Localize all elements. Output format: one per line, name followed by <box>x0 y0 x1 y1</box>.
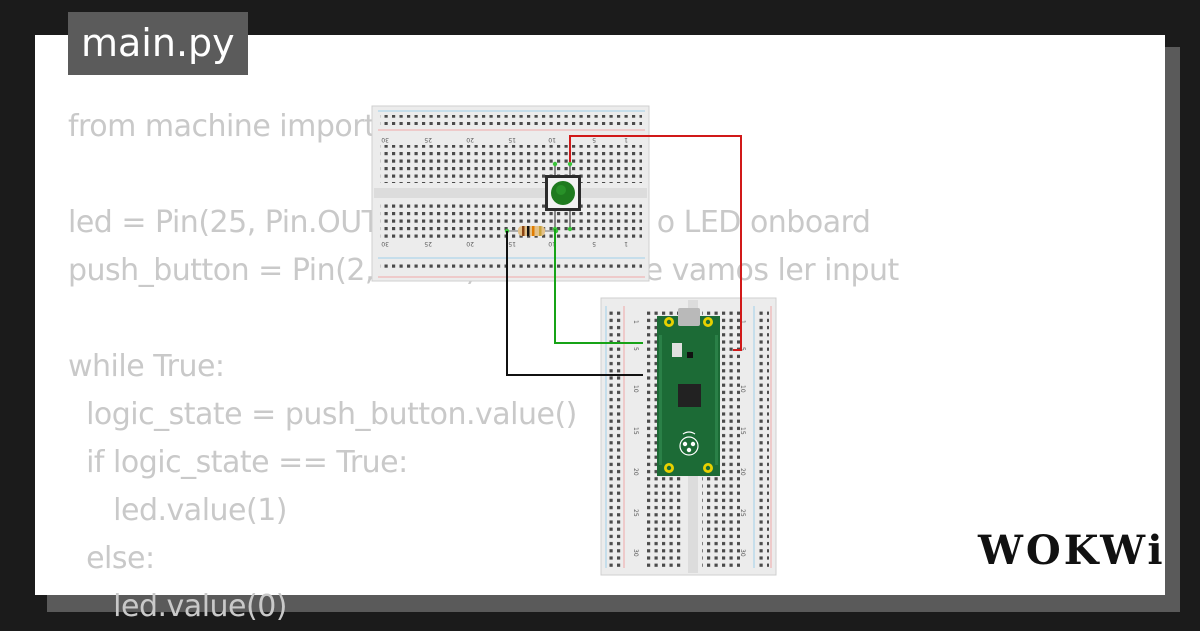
svg-text:10: 10 <box>632 385 639 393</box>
raspberry-logo-icon <box>679 431 699 456</box>
svg-text:20: 20 <box>739 468 746 476</box>
svg-text:10: 10 <box>739 385 746 393</box>
svg-text:15: 15 <box>632 427 639 435</box>
column-number-labels: 1 5 10 15 20 25 30 1 5 10 15 20 25 30 <box>632 320 746 557</box>
svg-text:30: 30 <box>632 549 639 557</box>
push-button[interactable] <box>545 161 581 232</box>
code-line: logic_state = push_button.value() <box>68 397 577 432</box>
svg-text:1: 1 <box>739 320 746 324</box>
code-line: led.value(0) <box>68 589 287 624</box>
wires <box>506 135 742 376</box>
svg-text:10: 10 <box>548 136 556 143</box>
svg-text:30: 30 <box>381 240 389 247</box>
svg-text:5: 5 <box>592 240 596 247</box>
svg-text:1: 1 <box>624 136 628 143</box>
svg-text:5: 5 <box>632 347 639 351</box>
resistor <box>504 226 559 236</box>
file-tab-label: main.py <box>81 21 235 65</box>
breadboard-horizontal: 30 25 20 15 10 5 1 30 25 20 15 10 5 1 <box>371 105 650 282</box>
row-number-labels: 30 25 20 15 10 5 1 30 25 20 15 10 5 1 <box>381 136 628 247</box>
svg-text:30: 30 <box>381 136 389 143</box>
ground-wire <box>506 231 643 376</box>
svg-text:5: 5 <box>739 347 746 351</box>
svg-text:10: 10 <box>548 240 556 247</box>
svg-text:30: 30 <box>739 549 746 557</box>
svg-text:25: 25 <box>424 136 432 143</box>
svg-text:5: 5 <box>592 136 596 143</box>
svg-text:1: 1 <box>632 320 639 324</box>
svg-text:25: 25 <box>424 240 432 247</box>
code-line: led.value(1) <box>68 493 287 528</box>
file-tab[interactable]: main.py <box>68 12 248 75</box>
wokwi-logo: WOKWi <box>978 527 1166 574</box>
signal-wire <box>554 229 643 344</box>
code-line: while True: <box>68 349 225 384</box>
svg-text:15: 15 <box>739 427 746 435</box>
code-line: if logic_state == True: <box>68 445 408 480</box>
svg-text:15: 15 <box>508 240 516 247</box>
code-line: else: <box>68 541 155 576</box>
svg-text:15: 15 <box>508 136 516 143</box>
svg-text:20: 20 <box>466 136 474 143</box>
vcc-wire <box>569 135 742 351</box>
svg-text:25: 25 <box>632 509 639 517</box>
svg-text:20: 20 <box>466 240 474 247</box>
svg-text:1: 1 <box>624 240 628 247</box>
svg-text:25: 25 <box>739 509 746 517</box>
svg-text:20: 20 <box>632 468 639 476</box>
pico-board <box>657 308 720 476</box>
